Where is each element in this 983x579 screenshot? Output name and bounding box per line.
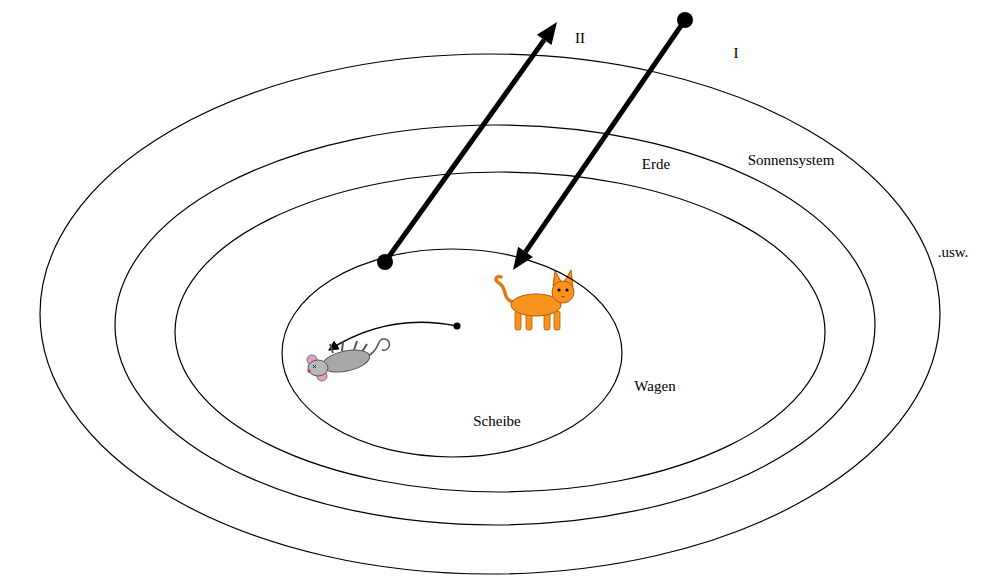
throw-arrow [329,322,461,350]
ring-region: WagenScheibe [175,172,825,492]
ring-region: Scheibe [282,249,622,457]
arrow-label: I [734,45,739,62]
arrow-head [537,22,557,45]
ellipse-line [40,54,940,574]
cat-figure [496,270,574,330]
cat-eye [557,288,560,291]
ring-label: Erde [642,156,670,173]
mouse-tail [368,339,389,356]
ring-label: Sonnensystem [748,152,835,169]
ellipse-outline [40,54,940,574]
arrow-shaft [526,20,686,252]
ellipse-outline [282,249,622,457]
cat-nose [561,296,565,298]
ellipse-line [175,172,825,492]
cat-head [552,281,574,303]
mouse-leg [354,341,357,350]
ring-region: SonnensystemErdeWagenScheibe [40,54,940,574]
ellipse-line [115,125,875,525]
arrow-label: .usw. [938,244,969,261]
mouse-leg [342,342,343,351]
mouse-eye [313,365,316,368]
mouse-head [308,360,328,376]
ellipse-outline [115,125,875,525]
ring-label: Scheibe [473,413,520,430]
arrow-shaft [385,40,544,262]
arrow-one [513,12,693,270]
throw-path [329,322,457,350]
arrow-dot [677,12,693,28]
cat-tail [496,277,513,302]
mouse-body [320,346,371,376]
ring-region: ErdeWagenScheibe [115,125,875,525]
ellipse-outline [175,172,825,492]
arrow-label: II [575,30,585,47]
mouse-leg [330,344,333,353]
ring-label: Wagen [634,378,675,395]
mouse-nose [307,369,311,373]
cat-eye [565,288,568,291]
mouse-figure [307,339,389,381]
cat-leg [554,311,560,330]
ellipse-line [282,249,622,457]
